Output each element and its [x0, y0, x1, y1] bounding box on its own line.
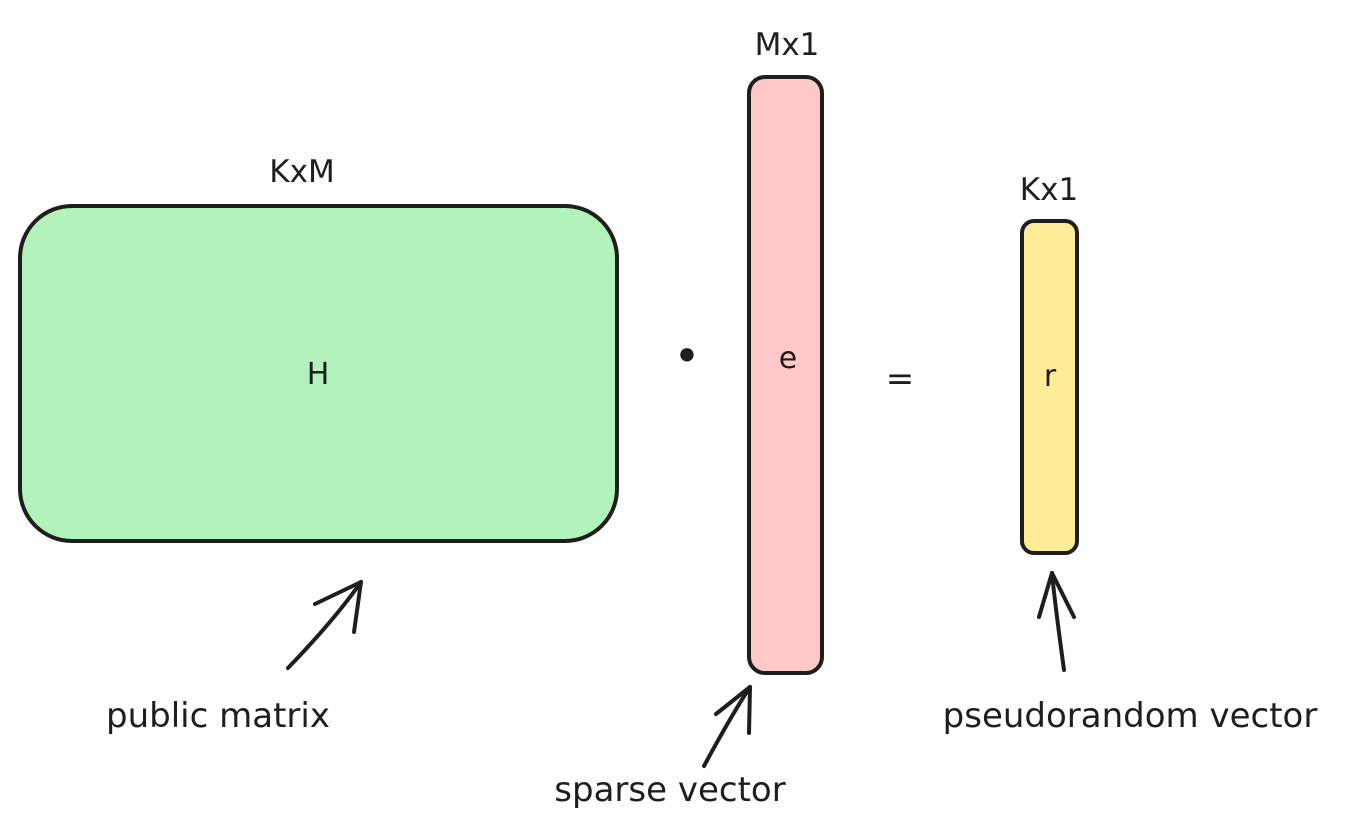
sparse-vector-box [747, 75, 824, 675]
product-operator: • [673, 329, 700, 383]
sparse-vector-dimension-label: Mx1 [755, 27, 820, 63]
sparse-vector-caption: sparse vector [554, 770, 785, 810]
public-matrix-arrow [286, 580, 363, 670]
public-matrix-box [18, 204, 619, 543]
pseudorandom-vector-symbol: r [1044, 359, 1057, 394]
matrix-symbol: H [307, 357, 330, 392]
pseudorandom-vector-arrow [1037, 571, 1076, 672]
sparse-vector-arrow [702, 685, 752, 768]
pseudorandom-vector-caption: pseudorandom vector [943, 696, 1318, 736]
matrix-dimension-label: KxM [269, 154, 334, 190]
public-matrix-caption: public matrix [106, 696, 330, 736]
sparse-vector-symbol: e [779, 341, 797, 376]
equals-operator: = [886, 359, 915, 399]
pseudorandom-vector-box [1020, 219, 1079, 555]
pseudorandom-vector-dimension-label: Kx1 [1020, 172, 1078, 208]
